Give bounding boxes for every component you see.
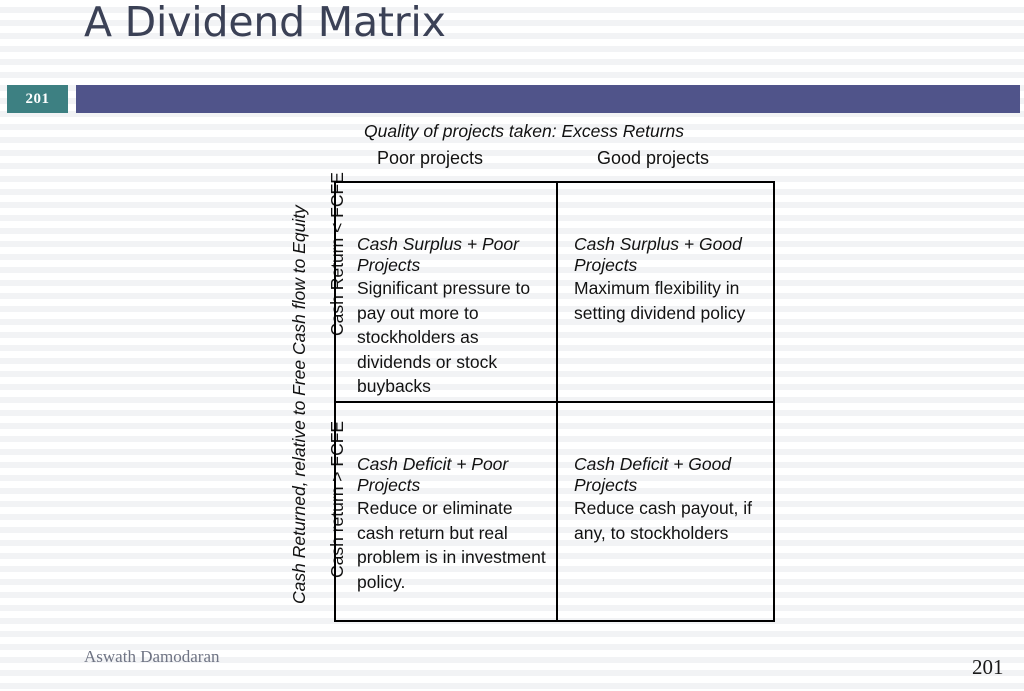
row-axis-label: Cash Returned, relative to Free Cash flo… [289, 205, 309, 604]
slide-number-badge: 201 [7, 85, 68, 113]
cell-title: Cash Surplus + Good Projects [574, 234, 742, 275]
matrix-cell-bottom-right: Cash Deficit + Good Projects Reduce cash… [574, 454, 772, 545]
page-title: A Dividend Matrix [84, 0, 446, 46]
cell-title: Cash Deficit + Poor Projects [357, 454, 509, 495]
matrix-cell-top-right: Cash Surplus + Good Projects Maximum fle… [574, 234, 770, 325]
cell-body: Significant pressure to pay out more to … [357, 278, 531, 396]
cell-title: Cash Surplus + Poor Projects [357, 234, 519, 275]
dividend-matrix: Cash Surplus + Poor Projects Significant… [334, 181, 775, 622]
matrix-horizontal-divider [336, 401, 773, 403]
column-header-good-projects: Good projects [597, 148, 710, 168]
page-number: 201 [972, 655, 1004, 679]
cell-title: Cash Deficit + Good Projects [574, 454, 732, 495]
author-credit: Aswath Damodaran [84, 647, 220, 666]
matrix-cell-top-left: Cash Surplus + Poor Projects Significant… [357, 234, 549, 399]
matrix-cell-bottom-left: Cash Deficit + Poor Projects Reduce or e… [357, 454, 549, 594]
cell-body: Reduce cash payout, if any, to stockhold… [574, 498, 753, 543]
column-axis-label: Quality of projects taken: Excess Return… [364, 121, 684, 141]
cell-body: Maximum flexibility in setting dividend … [574, 278, 746, 323]
header-accent-bar [76, 85, 1020, 113]
cell-body: Reduce or eliminate cash return but real… [357, 498, 546, 592]
column-header-poor-projects: Poor projects [377, 148, 484, 168]
